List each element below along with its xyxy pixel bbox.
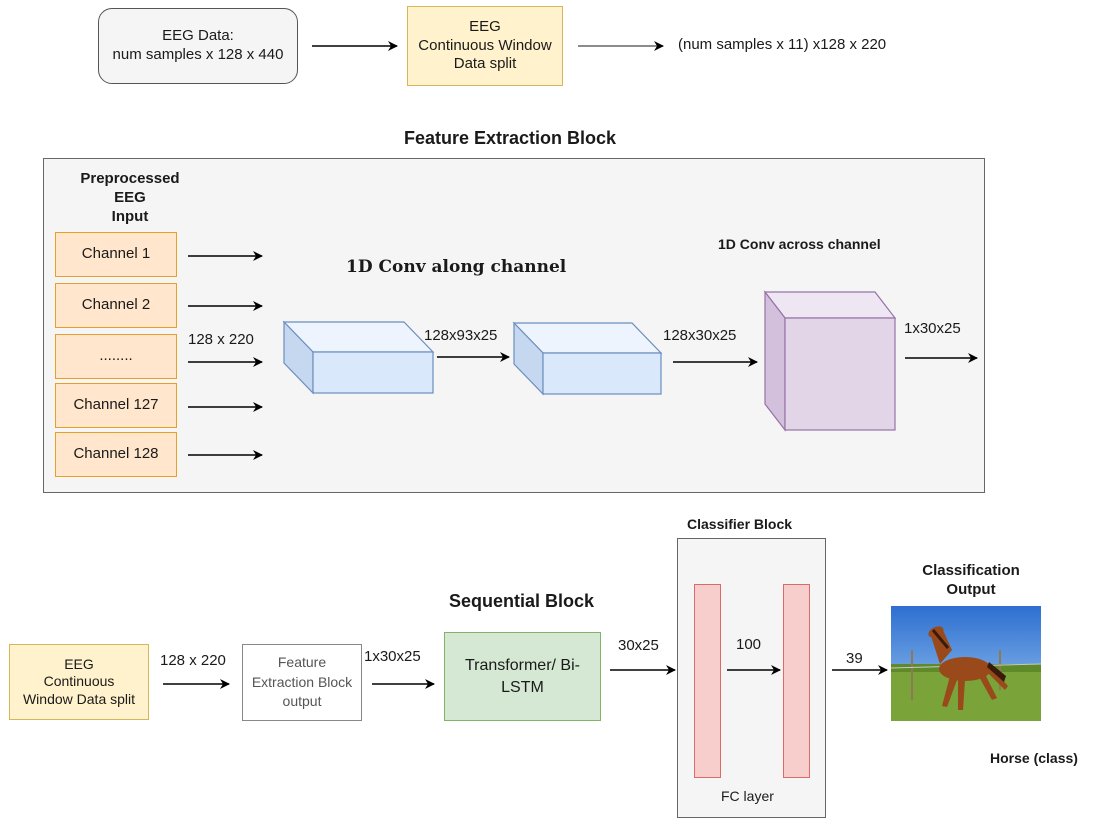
fc-layer-bar-right bbox=[783, 584, 810, 778]
channel-box: Channel 127 bbox=[55, 383, 177, 428]
bottom-shape-3: 30x25 bbox=[618, 637, 659, 654]
input-label: Preprocessed EEG Input bbox=[70, 170, 190, 226]
feature-output-label-2: Extraction Block bbox=[251, 673, 353, 690]
output-title-1: Classification bbox=[922, 562, 1020, 579]
bottom-split-label-3: Window Data split bbox=[22, 690, 136, 707]
conv-cube-2 bbox=[512, 321, 663, 396]
bottom-shape-1: 128 x 220 bbox=[160, 652, 226, 669]
transformer-node: Transformer/ Bi- LSTM bbox=[444, 632, 601, 721]
channel-label: Channel 128 bbox=[73, 445, 159, 463]
feature-output-label-3: output bbox=[282, 693, 322, 710]
conv3-output-shape: 1x30x25 bbox=[904, 320, 961, 337]
feature-block-title: Feature Extraction Block bbox=[404, 128, 617, 148]
fc-hidden-size: 100 bbox=[736, 636, 762, 653]
fc-layer-bar-left bbox=[694, 584, 721, 778]
channel-box: Channel 1 bbox=[55, 232, 177, 277]
eeg-data-node: EEG Data: num samples x 128 x 440 bbox=[98, 8, 298, 84]
transformer-label-1: Transformer/ Bi- bbox=[465, 656, 580, 674]
conv-across-title: 1D Conv across channel bbox=[718, 236, 881, 252]
conv-cube-3 bbox=[763, 290, 897, 432]
classifier-title: Classifier Block bbox=[687, 516, 793, 532]
horse-photo bbox=[890, 606, 1042, 721]
channel-box: Channel 2 bbox=[55, 283, 177, 328]
channel-box: ........ bbox=[55, 334, 177, 379]
bottom-shape-2: 1x30x25 bbox=[364, 648, 421, 665]
feature-output-label-1: Feature bbox=[277, 654, 327, 671]
window-split-label-1: EEG bbox=[469, 17, 501, 35]
input-shape-label: 128 x 220 bbox=[188, 331, 254, 348]
window-split-label-2: Continuous Window bbox=[418, 36, 552, 54]
input-label-1: Preprocessed EEG bbox=[80, 170, 180, 206]
bottom-split-label-2: Continuous bbox=[43, 673, 115, 690]
horse-figure bbox=[928, 626, 1008, 710]
conv-cube-1 bbox=[282, 320, 435, 395]
window-split-label-3: Data split bbox=[453, 55, 517, 73]
fc-layer-label: FC layer bbox=[721, 788, 774, 804]
conv1-output-shape: 128x93x25 bbox=[424, 327, 498, 344]
top-output-shape: (num samples x 11) x128 x 220 bbox=[678, 36, 887, 53]
output-title: Classification Output bbox=[896, 562, 1046, 600]
window-split-node: EEG Continuous Window Data split bbox=[407, 6, 563, 86]
feature-output-node: Feature Extraction Block output bbox=[242, 644, 362, 721]
channel-box: Channel 128 bbox=[55, 432, 177, 477]
output-title-2: Output bbox=[946, 580, 996, 598]
conv-along-title: 1D Conv along channel bbox=[346, 257, 567, 277]
bottom-shape-4: 39 bbox=[846, 650, 863, 667]
eeg-data-label-1: EEG Data: bbox=[162, 27, 234, 45]
sequential-title: Sequential Block bbox=[449, 591, 595, 611]
bottom-window-split-node: EEG Continuous Window Data split bbox=[9, 644, 149, 720]
input-label-2: Input bbox=[111, 207, 149, 225]
channel-label: ........ bbox=[99, 347, 133, 365]
transformer-label-2: LSTM bbox=[501, 678, 544, 696]
channel-label: Channel 2 bbox=[81, 296, 151, 314]
conv2-output-shape: 128x30x25 bbox=[663, 327, 737, 344]
bottom-split-label-1: EEG bbox=[64, 655, 94, 672]
eeg-data-label-2: num samples x 128 x 440 bbox=[112, 46, 284, 63]
channel-label: Channel 1 bbox=[81, 245, 151, 263]
channel-label: Channel 127 bbox=[73, 396, 159, 414]
output-class-label: Horse (class) bbox=[990, 750, 1078, 766]
